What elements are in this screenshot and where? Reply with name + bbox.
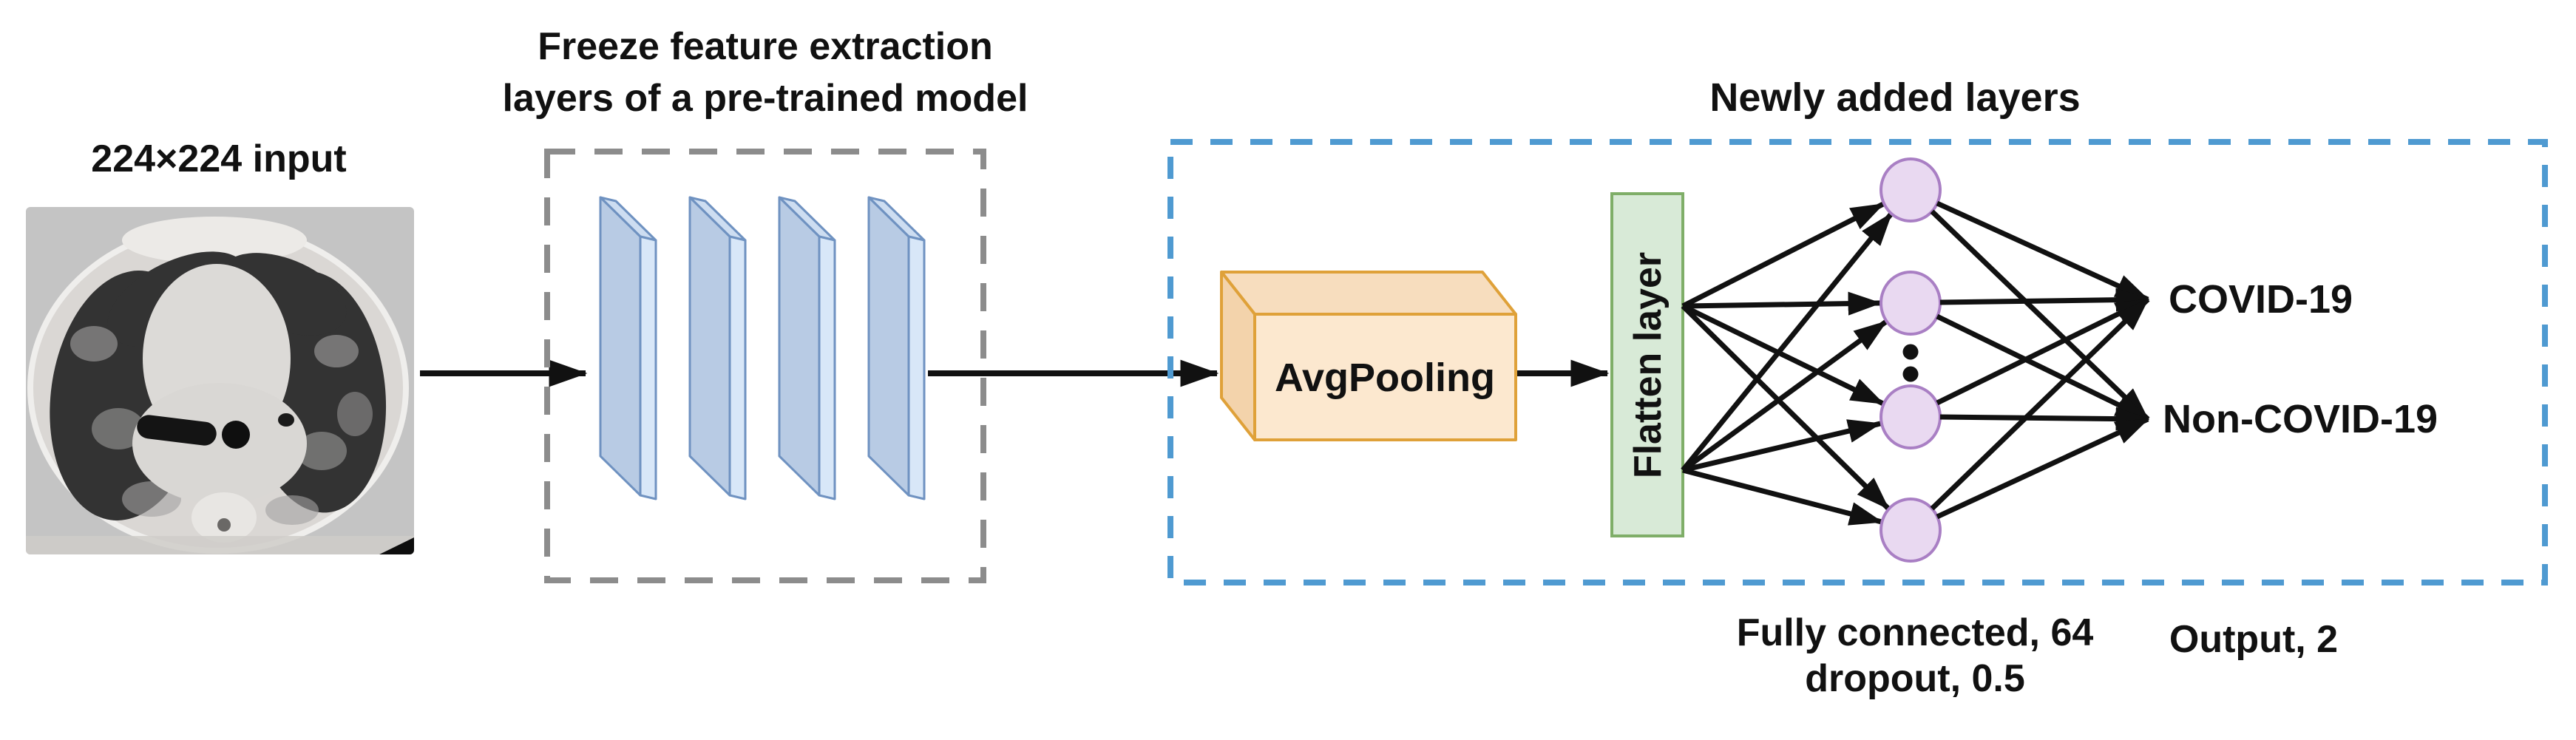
fc-caption-line1: Fully connected, 64 <box>1737 611 2094 654</box>
hidden-node-3 <box>1880 384 1942 449</box>
ct-vertebra <box>191 492 257 543</box>
pretrained-dashed-box <box>544 149 986 583</box>
hidden-node-4 <box>1880 498 1942 563</box>
hidden-node-1 <box>1880 157 1942 223</box>
output-noncovid-label: Non-COVID-19 <box>2163 397 2438 441</box>
hidden-layer <box>1880 157 1942 563</box>
avgpooling-label: AvgPooling <box>1275 356 1495 400</box>
freeze-title-line1: Freeze feature extraction <box>538 25 993 68</box>
flatten-rect <box>1610 192 1684 537</box>
output-covid-label: COVID-19 <box>2169 277 2353 322</box>
output-caption: Output, 2 <box>2169 618 2338 661</box>
avgpooling-box: AvgPooling <box>1220 271 1517 441</box>
flatten-to-hidden-connections <box>1681 201 1894 526</box>
ellipsis-dots <box>1902 344 1919 382</box>
conv-layer-3 <box>778 196 836 500</box>
ct-sternum <box>122 217 307 264</box>
conv-layer-2 <box>688 196 747 500</box>
ct-airways <box>137 413 294 449</box>
fc-caption-line2: dropout, 0.5 <box>1805 657 2025 700</box>
conv-layer-4 <box>867 196 926 500</box>
new-layers-title: Newly added layers <box>1709 75 2080 120</box>
ct-mediastinum-lower <box>132 383 307 504</box>
flatten-box: Flatten layer <box>1610 192 1684 537</box>
new-layers-dashed-box <box>1167 139 2548 585</box>
ct-bottom-band <box>26 536 414 554</box>
input-size-label: 224×224 input <box>91 138 346 180</box>
freeze-title-line2: layers of a pre-trained model <box>503 77 1028 120</box>
ct-scan-image <box>26 207 414 554</box>
conv-layer-1 <box>599 196 657 500</box>
flatten-label: Flatten layer <box>1627 252 1670 478</box>
hidden-node-2 <box>1880 271 1942 336</box>
hidden-to-output-connections <box>1930 200 2150 520</box>
ct-corner-mark <box>379 537 414 554</box>
